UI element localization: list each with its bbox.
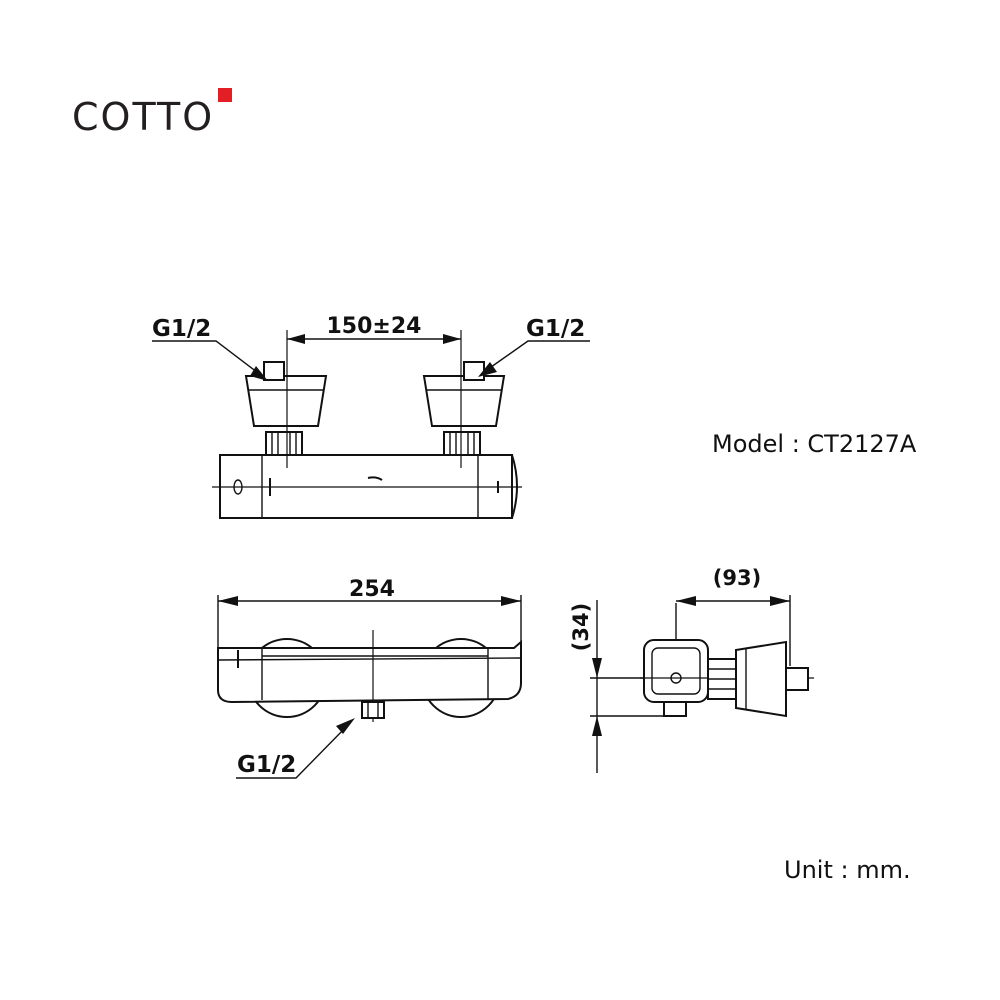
depth-label: (93) [713, 566, 761, 590]
top-view-left-inlet [244, 361, 328, 456]
front-view-outlet-stub [361, 701, 385, 719]
bottom-outlet-callout-label: G1/2 [237, 752, 296, 778]
left-inlet-stub [263, 361, 285, 381]
left-inlet-escutcheon [244, 375, 328, 427]
right-inlet-stub [463, 361, 485, 381]
side-view: (34) (93) [569, 566, 814, 773]
left-inlet-leader [152, 340, 263, 377]
right-inlet-callout-label: G1/2 [526, 316, 585, 342]
top-view-knob-detail [233, 479, 243, 495]
unit-label: Unit : mm. [784, 856, 911, 884]
right-inlet-leader [483, 340, 590, 373]
front-view-body [217, 639, 522, 704]
top-view: 150±24 G1/2 G1/2 [152, 314, 590, 519]
top-view-logo-mark [367, 476, 383, 481]
side-view-escutcheon [735, 640, 787, 718]
overall-length-label: 254 [349, 577, 395, 602]
top-view-end-cap [511, 454, 518, 519]
front-view: 254 G1/2 [217, 577, 522, 779]
right-inlet-nut [443, 431, 481, 456]
inlet-spacing-label: 150±24 [327, 314, 422, 339]
left-inlet-callout-label: G1/2 [152, 316, 211, 342]
model-label: Model : CT2127A [712, 430, 917, 458]
brand-logo: COTTO [72, 95, 215, 139]
height-label: (34) [569, 603, 593, 651]
left-inlet-nut [265, 431, 303, 456]
top-view-right-inlet [422, 361, 506, 456]
side-view-outlet-stub [663, 701, 687, 717]
brand-logo-mark [218, 88, 232, 102]
right-inlet-escutcheon [422, 375, 506, 427]
bottom-outlet-leader [236, 724, 349, 779]
side-view-inlet-stub [785, 667, 809, 691]
